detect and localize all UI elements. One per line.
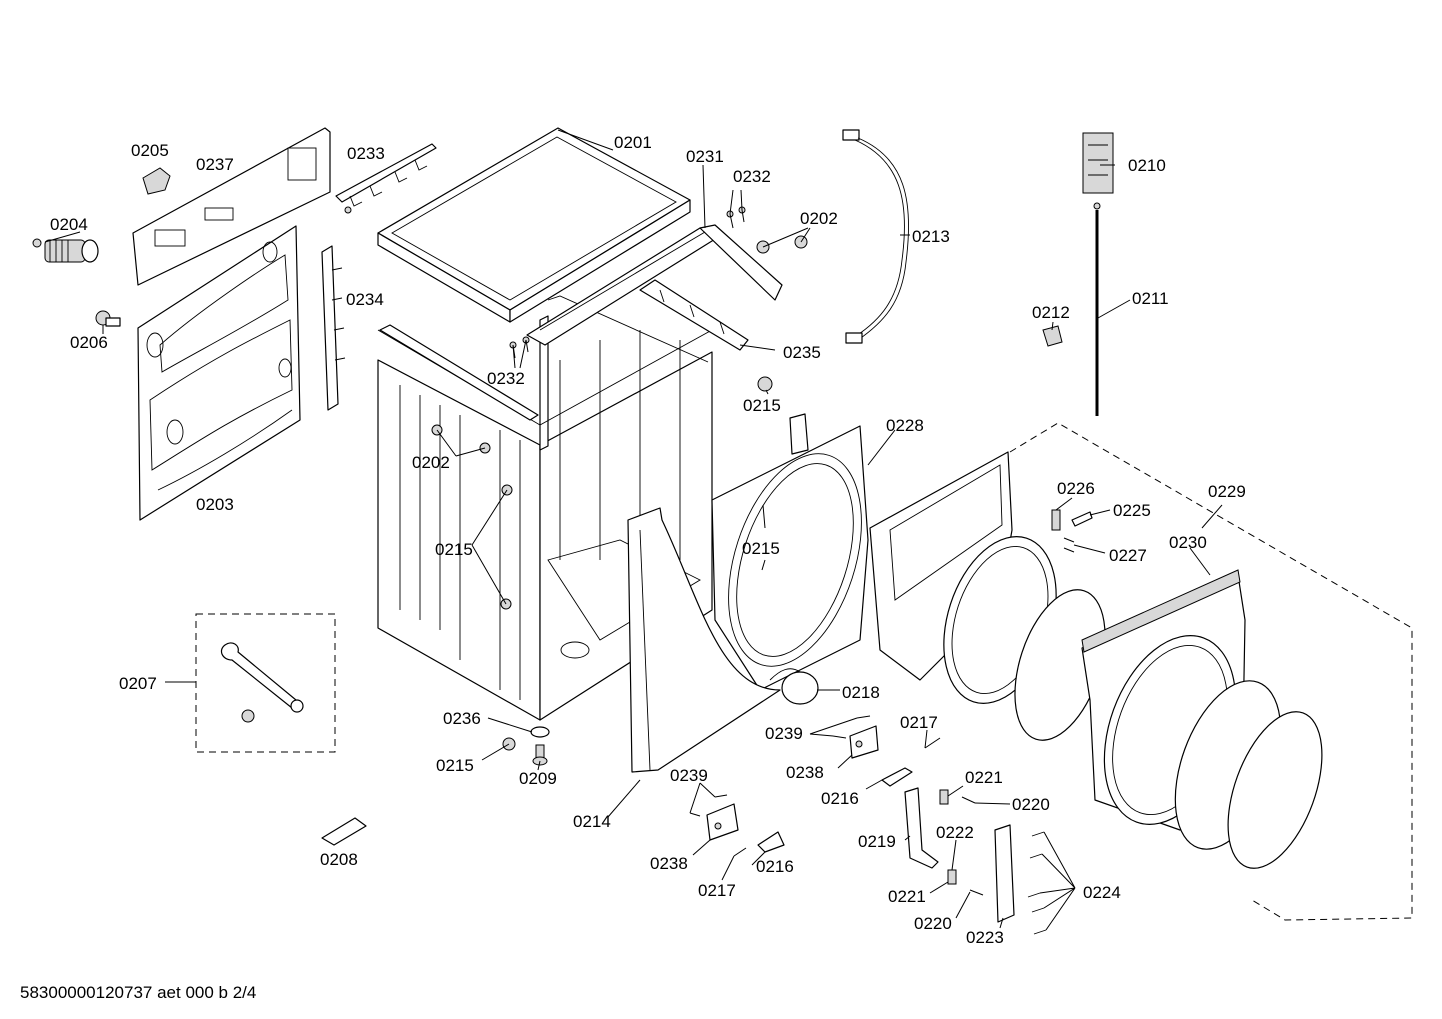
label-0218: 0218 bbox=[842, 683, 880, 702]
label-0232-lower: 0232 bbox=[487, 369, 525, 388]
switch-parts-0225-part bbox=[1051, 509, 1093, 553]
suppressor-0204-part bbox=[32, 238, 99, 263]
rail-0235-part bbox=[639, 279, 749, 351]
label-0214: 0214 bbox=[573, 812, 611, 831]
label-0216-upper: 0216 bbox=[821, 789, 859, 808]
clamp-0212-part bbox=[1042, 325, 1063, 347]
label-0237: 0237 bbox=[196, 155, 234, 174]
label-0202-lower: 0202 bbox=[412, 453, 450, 472]
label-0220-upper: 0220 bbox=[1012, 795, 1050, 814]
label-0215-left: 0215 bbox=[435, 540, 473, 559]
part-labels: 0201 0205 0237 0233 0231 0232 0210 0204 … bbox=[20, 133, 1246, 1002]
label-0204: 0204 bbox=[50, 215, 88, 234]
label-0213: 0213 bbox=[912, 227, 950, 246]
label-0239-lower: 0239 bbox=[670, 766, 708, 785]
label-0238-lower: 0238 bbox=[650, 854, 688, 873]
rear-top-rail-part bbox=[132, 127, 331, 286]
label-0208: 0208 bbox=[320, 850, 358, 869]
label-0228: 0228 bbox=[886, 416, 924, 435]
label-0215-mid: 0215 bbox=[742, 539, 780, 558]
wire-harness-0213-part bbox=[842, 129, 910, 344]
label-0226: 0226 bbox=[1057, 479, 1095, 498]
clip-0205-part bbox=[142, 167, 171, 195]
label-0233: 0233 bbox=[347, 144, 385, 163]
door-lock-0210-part bbox=[1082, 132, 1114, 210]
label-0215-top: 0215 bbox=[743, 396, 781, 415]
label-0207: 0207 bbox=[119, 674, 157, 693]
lock-assembly-part bbox=[904, 787, 1047, 935]
label-0212: 0212 bbox=[1032, 303, 1070, 322]
front-frame-0228-part bbox=[711, 413, 869, 691]
label-0205: 0205 bbox=[131, 141, 169, 160]
label-0209: 0209 bbox=[519, 769, 557, 788]
label-0206: 0206 bbox=[70, 333, 108, 352]
front-panel-0214-part bbox=[627, 507, 781, 773]
label-0217-lower: 0217 bbox=[698, 881, 736, 900]
label-0224: 0224 bbox=[1083, 883, 1121, 902]
label-0238-upper: 0238 bbox=[786, 763, 824, 782]
label-0225: 0225 bbox=[1113, 501, 1151, 520]
tool-kit-0207-part bbox=[195, 613, 336, 753]
label-0220-lower: 0220 bbox=[914, 914, 952, 933]
label-0216-lower: 0216 bbox=[756, 857, 794, 876]
label-0221-lower: 0221 bbox=[888, 887, 926, 906]
label-0201: 0201 bbox=[614, 133, 652, 152]
cover-0218-part bbox=[769, 668, 819, 705]
label-0232-top: 0232 bbox=[733, 167, 771, 186]
label-0219: 0219 bbox=[858, 832, 896, 851]
hinge-lower-part bbox=[689, 794, 785, 857]
label-0211: 0211 bbox=[1132, 289, 1169, 308]
door-group-outline bbox=[1009, 422, 1413, 921]
top-cover-part bbox=[377, 127, 691, 323]
label-0217-upper: 0217 bbox=[900, 713, 938, 732]
label-0231: 0231 bbox=[686, 147, 724, 166]
label-0230: 0230 bbox=[1169, 533, 1207, 552]
label-0235: 0235 bbox=[783, 343, 821, 362]
label-0210: 0210 bbox=[1128, 156, 1166, 175]
label-0236: 0236 bbox=[443, 709, 481, 728]
label-0223: 0223 bbox=[966, 928, 1004, 947]
leader-lines bbox=[44, 129, 1223, 931]
label-0203: 0203 bbox=[196, 495, 234, 514]
label-0234: 0234 bbox=[346, 290, 384, 309]
label-0202-top: 0202 bbox=[800, 209, 838, 228]
foot-0209-part bbox=[530, 726, 550, 766]
back-panel-part bbox=[137, 225, 301, 521]
bracket-0233-part bbox=[335, 143, 437, 214]
label-0215-bottom: 0215 bbox=[436, 756, 474, 775]
label-0222: 0222 bbox=[936, 823, 974, 842]
label-0227: 0227 bbox=[1109, 546, 1147, 565]
bracket-0208-part bbox=[321, 817, 367, 846]
hinge-upper-part bbox=[832, 715, 941, 787]
label-0221-upper: 0221 bbox=[965, 768, 1003, 787]
screw-0206-part bbox=[95, 310, 121, 327]
drawing-reference: 58300000120737 aet 000 b 2/4 bbox=[20, 983, 256, 1002]
door-0230-part bbox=[1081, 569, 1323, 869]
label-0229: 0229 bbox=[1208, 482, 1246, 501]
label-0239-upper: 0239 bbox=[765, 724, 803, 743]
cross-rail-0231-part bbox=[526, 224, 783, 346]
bracket-0234-part bbox=[321, 245, 346, 411]
